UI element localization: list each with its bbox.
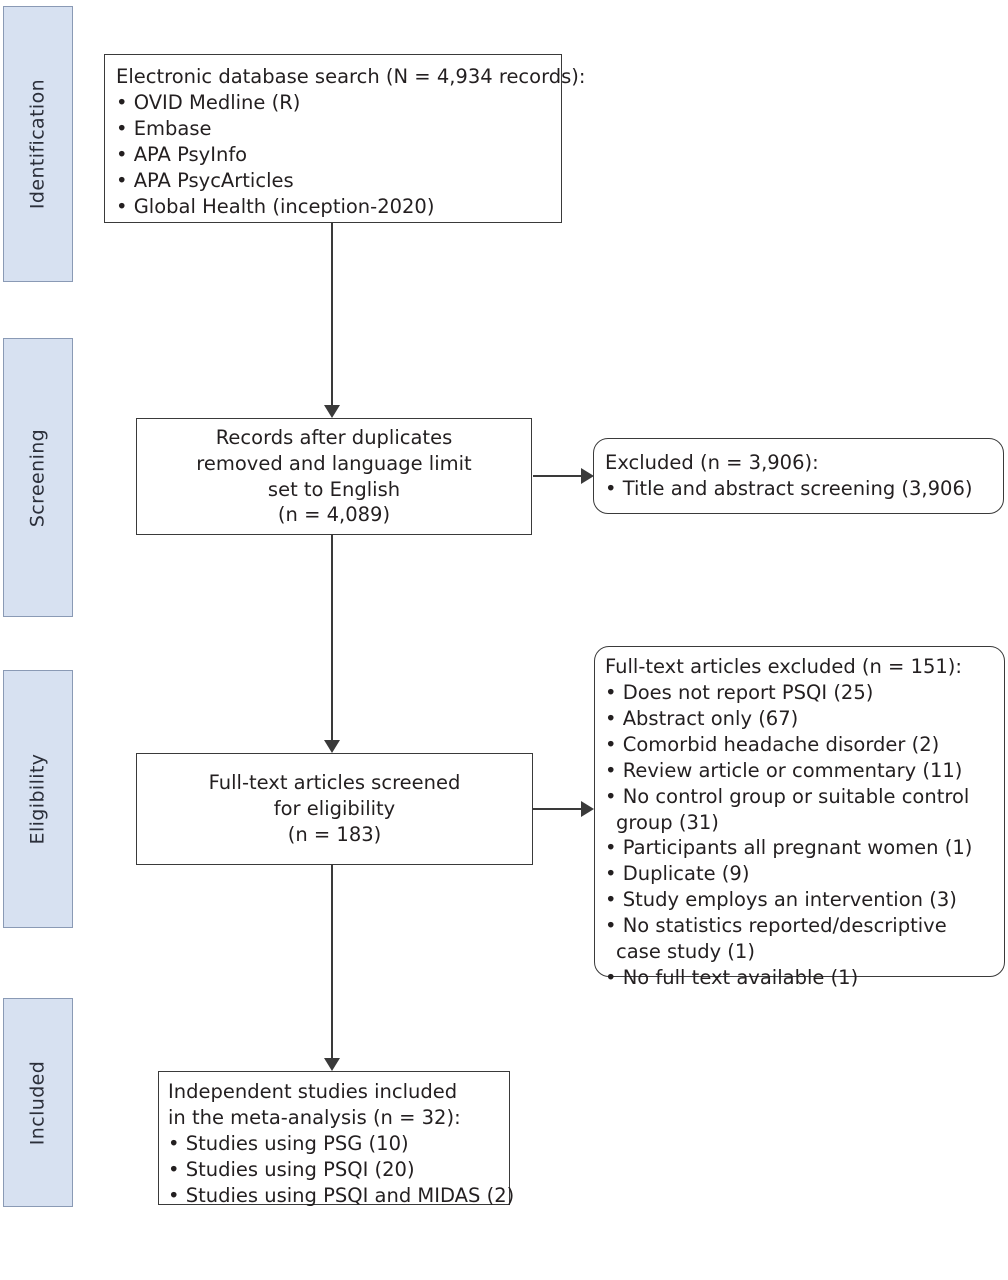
stage-bar-included: Included — [3, 998, 73, 1207]
connector-records-to-excluded — [533, 475, 585, 477]
stage-bar-screening: Screening — [3, 338, 73, 617]
arrowhead-fulltext-to-excluded — [581, 801, 594, 817]
included-line-1: in the meta-analysis (n = 32): — [168, 1105, 461, 1129]
stage-label-screening: Screening — [26, 428, 49, 527]
arrowhead-search-to-records — [324, 405, 340, 418]
excluded-fulltext-item-1: • Abstract only (67) — [605, 706, 799, 730]
connector-fulltext-to-excluded — [533, 808, 585, 810]
connector-search-to-records — [331, 223, 333, 407]
connector-fulltext-to-included — [331, 865, 333, 1059]
excluded-screening-heading: Excluded (n = 3,906): — [605, 451, 819, 475]
stage-bar-identification: Identification — [3, 6, 73, 282]
records-line-0: Records after duplicates — [215, 425, 453, 449]
search-item-3: • APA PsycArticles — [116, 168, 294, 192]
search-item-1: • Embase — [116, 116, 212, 140]
excluded-screening-item-0: • Title and abstract screening (3,906) — [605, 477, 973, 500]
excluded-fulltext-heading: Full-text articles excluded (n = 151): — [605, 655, 962, 678]
stage-bar-eligibility: Eligibility — [3, 670, 73, 928]
excluded-fulltext-item-8: • No statistics reported/descriptive cas… — [605, 914, 947, 964]
excluded-fulltext-item-4: • No control group or suitable control g… — [605, 784, 970, 834]
fulltext-screened-line-1: for eligibility — [273, 797, 396, 821]
excluded-fulltext-item-0: • Does not report PSQI (25) — [605, 680, 874, 704]
records-line-1: removed and language limit — [196, 451, 472, 475]
node-excluded-fulltext: Full-text articles excluded (n = 151): •… — [594, 646, 1005, 989]
search-item-4: • Global Health (inception-2020) — [116, 194, 435, 218]
excluded-fulltext-item-6: • Duplicate (9) — [605, 862, 750, 886]
fulltext-screened-line-0: Full-text articles screened — [208, 771, 461, 795]
search-heading: Electronic database search (N = 4,934 re… — [116, 65, 586, 88]
excluded-fulltext-item-2: • Comorbid headache disorder (2) — [605, 732, 940, 756]
excluded-fulltext-item-9: • No full text available (1) — [605, 966, 859, 990]
excluded-fulltext-item-7: • Study employs an intervention (3) — [605, 888, 957, 912]
node-records-after-duplicates: Records after duplicates removed and lan… — [136, 418, 532, 535]
stage-label-included: Included — [26, 1060, 49, 1145]
arrowhead-records-to-excluded — [581, 468, 594, 484]
included-line-0: Independent studies included — [168, 1080, 458, 1103]
excluded-fulltext-item-3: • Review article or commentary (11) — [605, 758, 963, 782]
fulltext-screened-line-2: (n = 183) — [287, 822, 382, 846]
connector-records-to-fulltext — [331, 534, 333, 741]
included-item-1: • Studies using PSQI (20) — [168, 1157, 415, 1181]
included-item-0: • Studies using PSG (10) — [168, 1131, 409, 1155]
stage-label-eligibility: Eligibility — [26, 753, 49, 845]
search-item-0: • OVID Medline (R) — [116, 90, 301, 114]
search-item-2: • APA PsyInfo — [116, 142, 248, 166]
node-electronic-database-search: Electronic database search (N = 4,934 re… — [104, 54, 586, 223]
records-line-3: (n = 4,089) — [277, 503, 391, 527]
included-item-2: • Studies using PSQI and MIDAS (2) — [168, 1183, 515, 1207]
stage-label-identification: Identification — [26, 78, 49, 210]
node-included-studies: Independent studies included in the meta… — [158, 1071, 514, 1207]
excluded-fulltext-item-5: • Participants all pregnant women (1) — [605, 836, 973, 860]
arrowhead-fulltext-to-included — [324, 1058, 340, 1071]
node-excluded-screening: Excluded (n = 3,906): • Title and abstra… — [593, 438, 1004, 514]
arrowhead-records-to-fulltext — [324, 740, 340, 753]
node-fulltext-screened: Full-text articles screened for eligibil… — [136, 753, 533, 865]
records-line-2: set to English — [267, 477, 401, 501]
